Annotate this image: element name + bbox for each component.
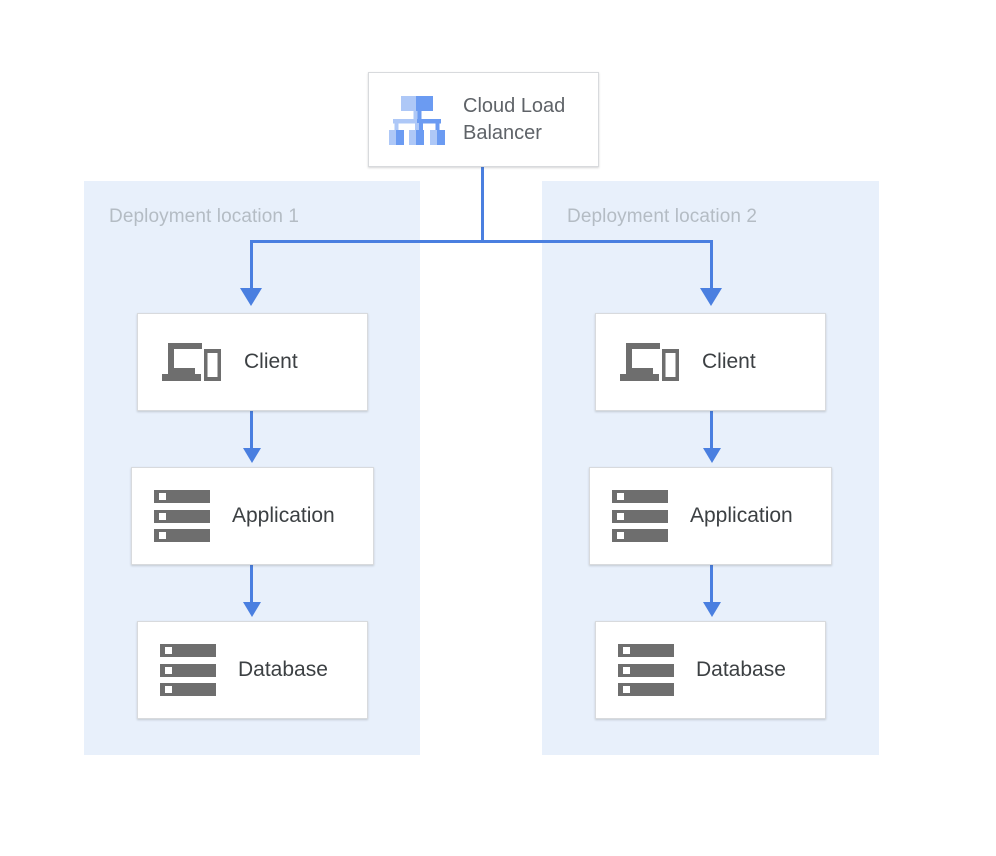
server-stack-icon bbox=[154, 490, 210, 542]
database-bar bbox=[160, 644, 216, 657]
arrowhead-lb-to-client-1 bbox=[240, 288, 262, 306]
database-stack-icon bbox=[160, 644, 216, 696]
arrowhead-lb-to-client-2 bbox=[700, 288, 722, 306]
server-stack-icon bbox=[612, 490, 668, 542]
database-bar bbox=[160, 663, 216, 677]
node-application-1[interactable]: Application bbox=[131, 467, 374, 565]
deployment-zone-1-label: Deployment location 1 bbox=[109, 206, 300, 227]
database-bar bbox=[618, 663, 674, 677]
node-client-1[interactable]: Client bbox=[137, 313, 368, 411]
server-bar bbox=[612, 490, 668, 503]
node-application-1-label: Application bbox=[232, 504, 335, 527]
server-bar bbox=[154, 509, 210, 523]
connector-lb-distribution-bar bbox=[250, 240, 713, 243]
connector-lb-to-client-1 bbox=[250, 240, 253, 290]
node-application-2-label: Application bbox=[690, 504, 793, 527]
deployment-zone-2-label: Deployment location 2 bbox=[567, 206, 758, 227]
connector-client-1-to-application-1 bbox=[250, 411, 253, 450]
connector-lb-stem bbox=[481, 166, 484, 242]
node-database-2-label: Database bbox=[696, 658, 786, 681]
server-bar bbox=[154, 490, 210, 503]
node-database-1[interactable]: Database bbox=[137, 621, 368, 719]
database-bar bbox=[618, 683, 674, 696]
node-client-2[interactable]: Client bbox=[595, 313, 826, 411]
cloud-load-balancer-icon bbox=[389, 94, 445, 146]
connector-client-2-to-application-2 bbox=[710, 411, 713, 450]
client-devices-icon bbox=[160, 339, 222, 385]
client-devices-icon bbox=[618, 339, 680, 385]
server-bar bbox=[612, 509, 668, 523]
connector-lb-to-client-2 bbox=[710, 240, 713, 290]
arrowhead-application-1-to-database-1 bbox=[243, 602, 261, 617]
node-database-1-label: Database bbox=[238, 658, 328, 681]
arrowhead-client-1-to-application-1 bbox=[243, 448, 261, 463]
arrowhead-client-2-to-application-2 bbox=[703, 448, 721, 463]
arrowhead-application-2-to-database-2 bbox=[703, 602, 721, 617]
server-bar bbox=[154, 529, 210, 542]
database-bar bbox=[618, 644, 674, 657]
node-client-1-label: Client bbox=[244, 350, 298, 373]
node-client-2-label: Client bbox=[702, 350, 756, 373]
database-bar bbox=[160, 683, 216, 696]
database-stack-icon bbox=[618, 644, 674, 696]
node-database-2[interactable]: Database bbox=[595, 621, 826, 719]
connector-application-1-to-database-1 bbox=[250, 565, 253, 604]
node-application-2[interactable]: Application bbox=[589, 467, 832, 565]
server-bar bbox=[612, 529, 668, 542]
connector-application-2-to-database-2 bbox=[710, 565, 713, 604]
